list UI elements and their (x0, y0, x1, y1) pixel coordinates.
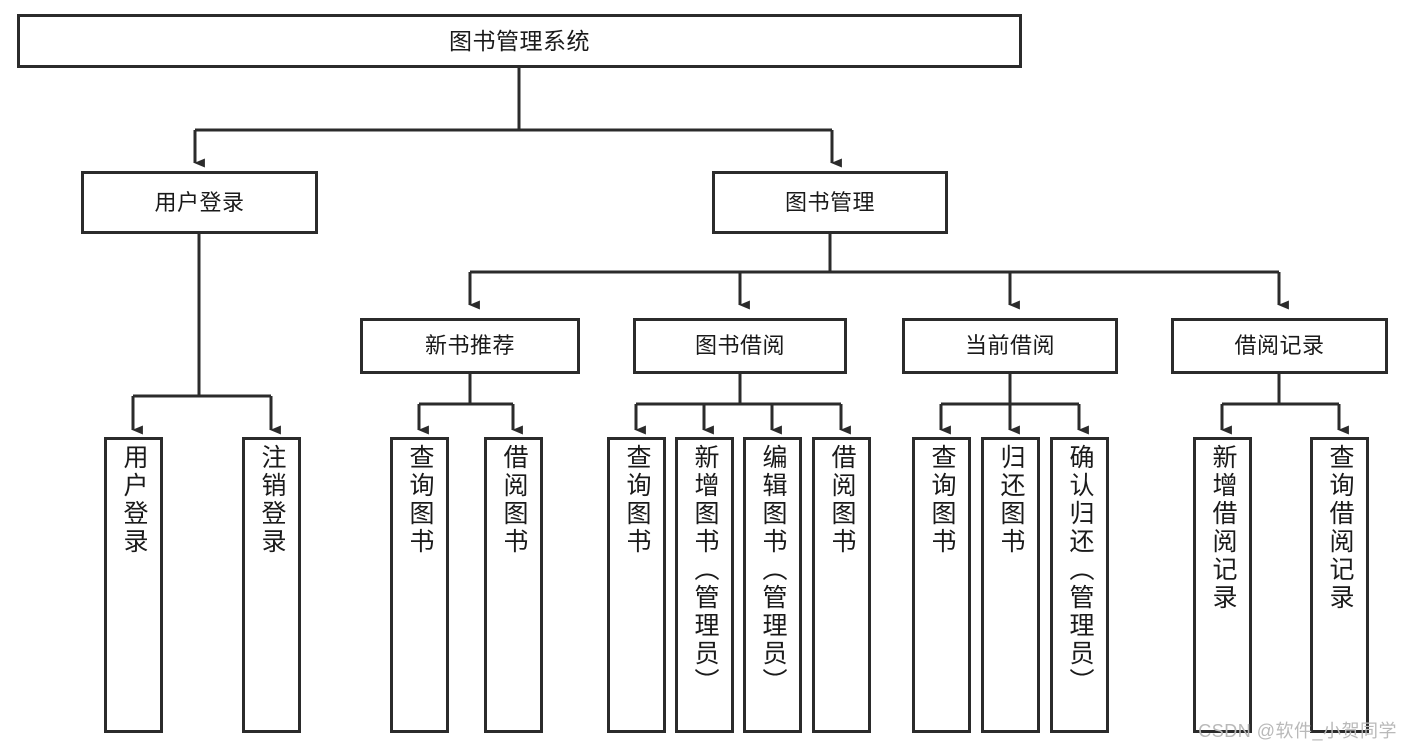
node-label: 图书管理系统 (449, 27, 590, 54)
node-label: 借阅图书 (828, 444, 856, 556)
node-label: 归还图书 (997, 444, 1025, 556)
node-leaf-borrow-book-recommendation[interactable]: 借阅图书 (484, 437, 543, 733)
node-label: 编辑图书（管理员） (759, 444, 787, 696)
node-leaf-add-borrow-record[interactable]: 新增借阅记录 (1193, 437, 1252, 733)
node-label: 新增借阅记录 (1209, 444, 1237, 612)
node-label: 注销登录 (258, 444, 286, 556)
node-label: 当前借阅 (964, 333, 1055, 359)
node-leaf-confirm-return-admin[interactable]: 确认归还（管理员） (1050, 437, 1109, 733)
node-leaf-add-book-admin[interactable]: 新增图书（管理员） (675, 437, 734, 733)
node-label: 用户登录 (120, 444, 148, 556)
node-leaf-logout[interactable]: 注销登录 (242, 437, 301, 733)
node-leaf-user-login[interactable]: 用户登录 (104, 437, 163, 733)
watermark-text: CSDN @软件_小贺同学 (1198, 721, 1397, 741)
node-leaf-return-book[interactable]: 归还图书 (981, 437, 1040, 733)
node-new-book-recommendation[interactable]: 新书推荐 (360, 318, 580, 374)
node-leaf-query-book-current[interactable]: 查询图书 (912, 437, 971, 733)
node-borrowing-record[interactable]: 借阅记录 (1171, 318, 1388, 374)
node-book-borrowing[interactable]: 图书借阅 (633, 318, 847, 374)
node-label: 新增图书（管理员） (691, 444, 719, 696)
node-leaf-query-book-recommendation[interactable]: 查询图书 (390, 437, 449, 733)
node-leaf-edit-book-admin[interactable]: 编辑图书（管理员） (743, 437, 802, 733)
node-label: 查询图书 (623, 444, 651, 556)
node-label: 确认归还（管理员） (1066, 444, 1094, 696)
node-label: 图书借阅 (694, 333, 785, 359)
node-label: 图书管理 (784, 189, 875, 215)
node-label: 查询图书 (406, 444, 434, 556)
node-label: 用户登录 (154, 189, 245, 215)
node-book-management[interactable]: 图书管理 (712, 171, 948, 234)
node-leaf-query-borrow-record[interactable]: 查询借阅记录 (1310, 437, 1369, 733)
node-leaf-query-book-borrowing[interactable]: 查询图书 (607, 437, 666, 733)
node-label: 借阅图书 (500, 444, 528, 556)
node-label: 新书推荐 (424, 333, 515, 359)
node-label: 借阅记录 (1234, 333, 1325, 359)
node-label: 查询图书 (928, 444, 956, 556)
node-current-borrowing[interactable]: 当前借阅 (902, 318, 1118, 374)
node-leaf-borrow-book-borrowing[interactable]: 借阅图书 (812, 437, 871, 733)
node-label: 查询借阅记录 (1326, 444, 1354, 612)
node-user-login[interactable]: 用户登录 (81, 171, 318, 234)
node-root-book-management-system[interactable]: 图书管理系统 (17, 14, 1022, 68)
